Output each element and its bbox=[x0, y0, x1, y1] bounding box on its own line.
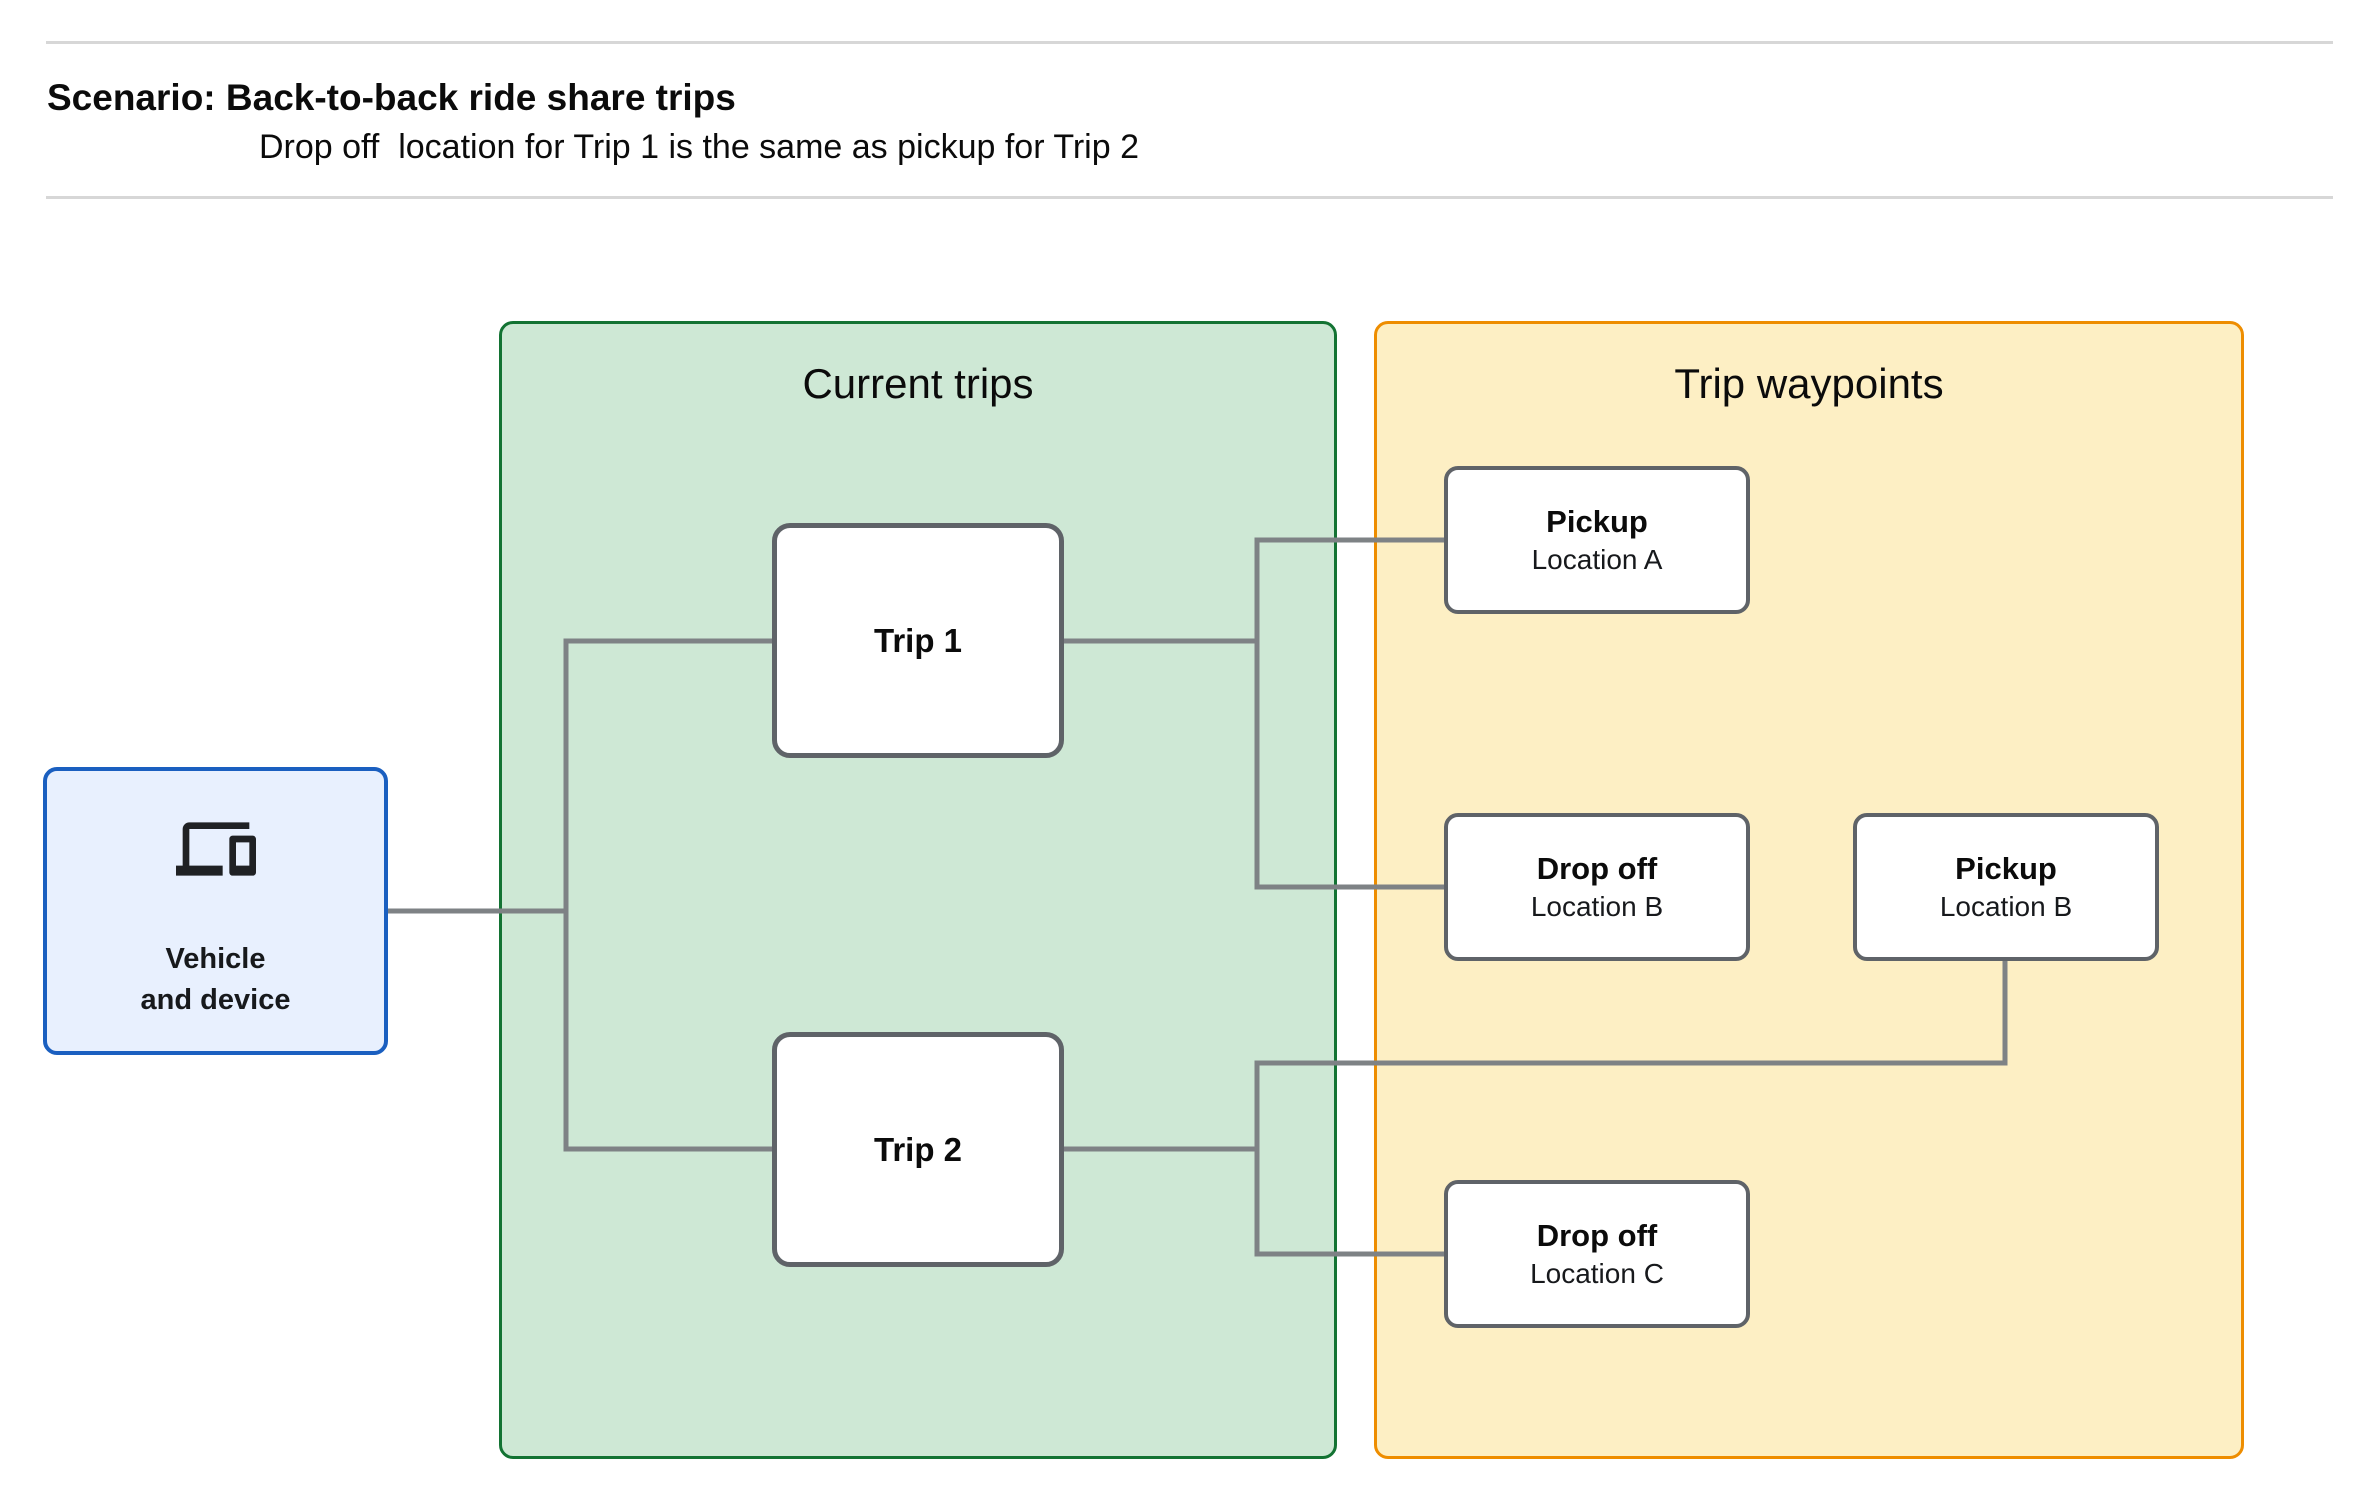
trip-2-node: Trip 2 bbox=[772, 1032, 1064, 1267]
connector-junction-to-trip1-trip2 bbox=[563, 638, 772, 1152]
waypoint-location: Location C bbox=[1530, 1258, 1664, 1289]
waypoint-dropoff-location-c: Drop off Location C bbox=[1444, 1180, 1750, 1328]
current-trips-panel: Current trips bbox=[499, 321, 1337, 1459]
vehicle-device-node: Vehicle and device bbox=[43, 767, 388, 1055]
vehicle-label-line1: Vehicle bbox=[165, 943, 266, 975]
waypoint-location: Location B bbox=[1530, 891, 1664, 922]
scenario-subtitle: Drop off location for Trip 1 is the same… bbox=[259, 128, 1139, 166]
trip-1-node: Trip 1 bbox=[772, 523, 1064, 758]
vehicle-label-line2: and device bbox=[140, 984, 291, 1016]
header-divider-top bbox=[46, 41, 2333, 44]
waypoint-dropoff-location-b: Drop off Location B bbox=[1444, 813, 1750, 961]
vehicle-device-label: Vehicle and device bbox=[47, 939, 384, 1021]
waypoint-type: Pickup bbox=[1546, 504, 1648, 539]
waypoint-location: Location B bbox=[1939, 891, 2073, 922]
waypoint-type: Drop off bbox=[1536, 1218, 1658, 1253]
waypoint-pickup-location-b: Pickup Location B bbox=[1853, 813, 2159, 961]
waypoint-location: Location A bbox=[1531, 544, 1663, 575]
scenario-title: Scenario: Back-to-back ride share trips bbox=[47, 77, 736, 118]
connector-junction-to-pickup-a-and-dropoff-b bbox=[1254, 537, 1444, 890]
trip-waypoints-title: Trip waypoints bbox=[1674, 360, 1944, 407]
waypoint-pickup-location-a: Pickup Location A bbox=[1444, 466, 1750, 614]
current-trips-title: Current trips bbox=[802, 360, 1034, 407]
header-divider-bottom bbox=[46, 196, 2333, 199]
connector-junction-to-pickup-b-and-dropoff-c bbox=[1254, 961, 2008, 1257]
devices-icon bbox=[175, 822, 256, 876]
waypoint-type: Drop off bbox=[1536, 851, 1658, 886]
waypoint-type: Pickup bbox=[1955, 851, 2057, 886]
